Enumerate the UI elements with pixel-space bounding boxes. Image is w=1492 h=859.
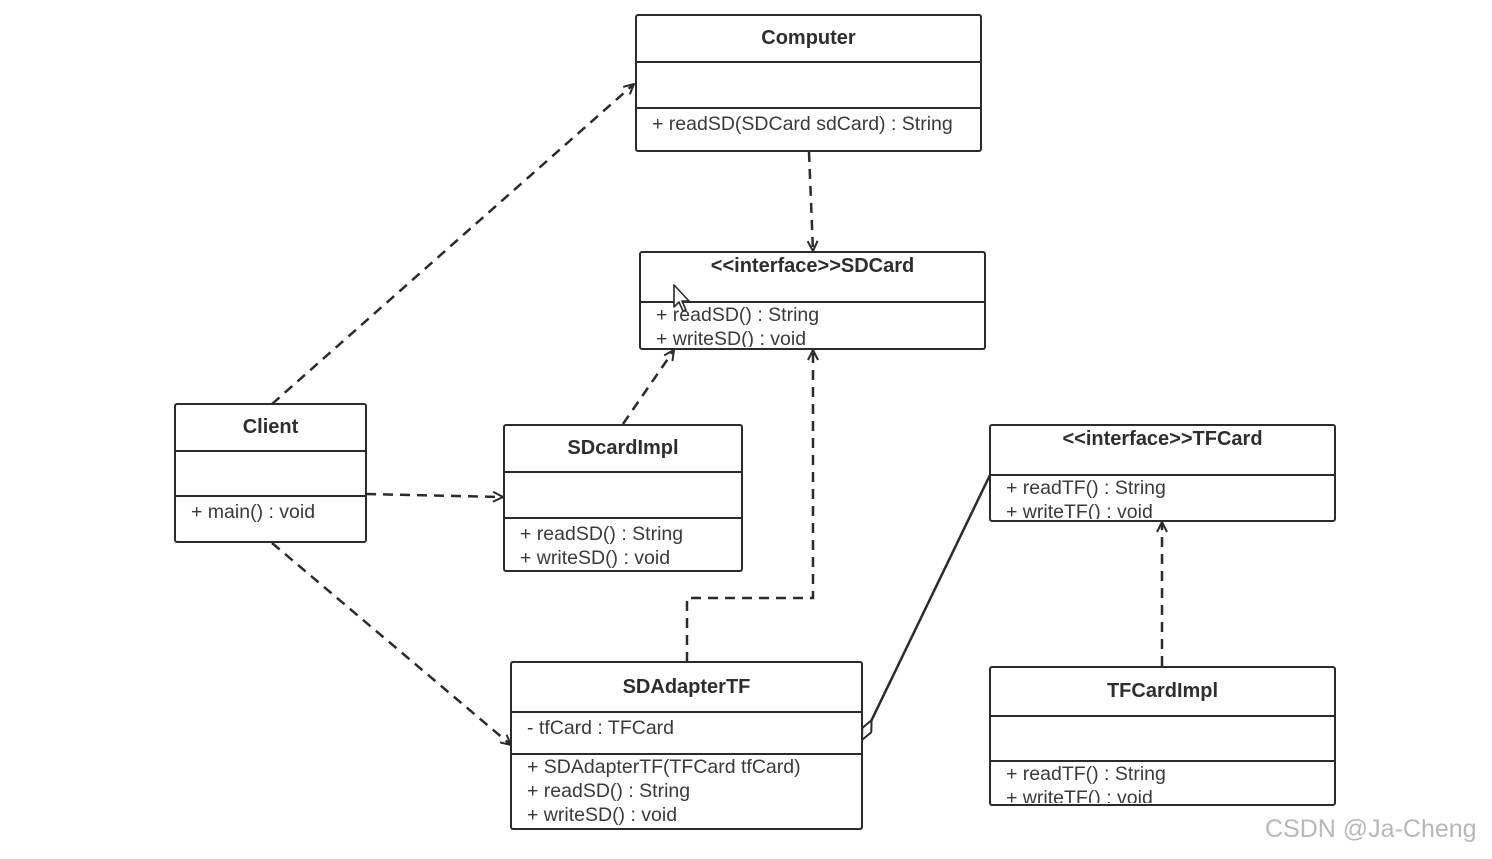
sdadaptertf-tfcard-aggregation (860, 474, 992, 740)
method: + readSD() : String (520, 523, 684, 545)
method: + writeSD() : void (520, 547, 671, 569)
class-sdcardimpl[interactable]: SDcardImpl + readSD() : String + writeSD… (503, 424, 743, 572)
class-name: Client (242, 416, 299, 438)
methods-section: + readTF() : String + writeTF() : void (991, 760, 1334, 803)
sdadaptertf-sdcard-realization (685, 350, 813, 662)
watermark: CSDN @Ja-Cheng (1265, 815, 1477, 843)
sdcardimpl-sdcard-realization (621, 350, 674, 425)
methods-section: + readSD() : String + writeSD() : void (505, 517, 741, 569)
class-name: Computer (761, 27, 856, 49)
interface-tfcard[interactable]: <<interface>>TFCard + readTF() : String … (989, 424, 1336, 522)
client-sdadaptertf-dependency (271, 542, 511, 745)
method: + readTF() : String (1006, 477, 1166, 499)
method: + writeTF() : void (1006, 787, 1153, 803)
class-sdadaptertf[interactable]: SDAdapterTF - tfCard : TFCard + SDAdapte… (510, 661, 863, 830)
methods-section: + main() : void (176, 495, 365, 540)
method: + readTF() : String (1006, 763, 1166, 785)
methods-section: + SDAdapterTF(TFCard tfCard) + readSD() … (512, 753, 861, 827)
class-computer[interactable]: Computer + readSD(SDCard sdCard) : Strin… (635, 14, 982, 152)
method: + writeSD() : void (656, 328, 807, 347)
attributes-section (637, 61, 980, 107)
methods-section: + readTF() : String + writeTF() : void (991, 474, 1334, 519)
class-name: <<interface>>TFCard (1062, 428, 1263, 450)
class-name: TFCardImpl (1106, 680, 1219, 702)
method: + writeSD() : void (527, 804, 678, 826)
interface-sdcard[interactable]: <<interface>>SDCard + readSD() : String … (639, 251, 986, 350)
class-name: <<interface>>SDCard (710, 255, 915, 277)
methods-section: + readSD(SDCard sdCard) : String (637, 107, 980, 149)
attributes-section (176, 450, 365, 495)
attribute: - tfCard : TFCard (527, 717, 675, 739)
method: + readSD() : String (527, 780, 691, 802)
method: + readSD() : String (656, 304, 820, 326)
method: + writeTF() : void (1006, 501, 1153, 519)
mouse-cursor-icon (673, 284, 690, 312)
class-name: SDcardImpl (567, 437, 679, 459)
attributes-section (991, 715, 1334, 760)
client-sdcardimpl-dependency (365, 494, 503, 497)
method: + main() : void (191, 501, 316, 523)
method: + readSD(SDCard sdCard) : String (652, 113, 953, 135)
methods-section: + readSD() : String + writeSD() : void (641, 301, 984, 347)
class-tfcardimpl[interactable]: TFCardImpl + readTF() : String + writeTF… (989, 666, 1336, 806)
attributes-section: - tfCard : TFCard (512, 711, 861, 753)
class-name: SDAdapterTF (622, 675, 751, 698)
client-computer-dependency (271, 84, 634, 405)
class-client[interactable]: Client + main() : void (174, 403, 367, 543)
method: + SDAdapterTF(TFCard tfCard) (527, 756, 801, 778)
computer-sdcard-dependency (809, 151, 813, 251)
attributes-section (505, 471, 741, 517)
